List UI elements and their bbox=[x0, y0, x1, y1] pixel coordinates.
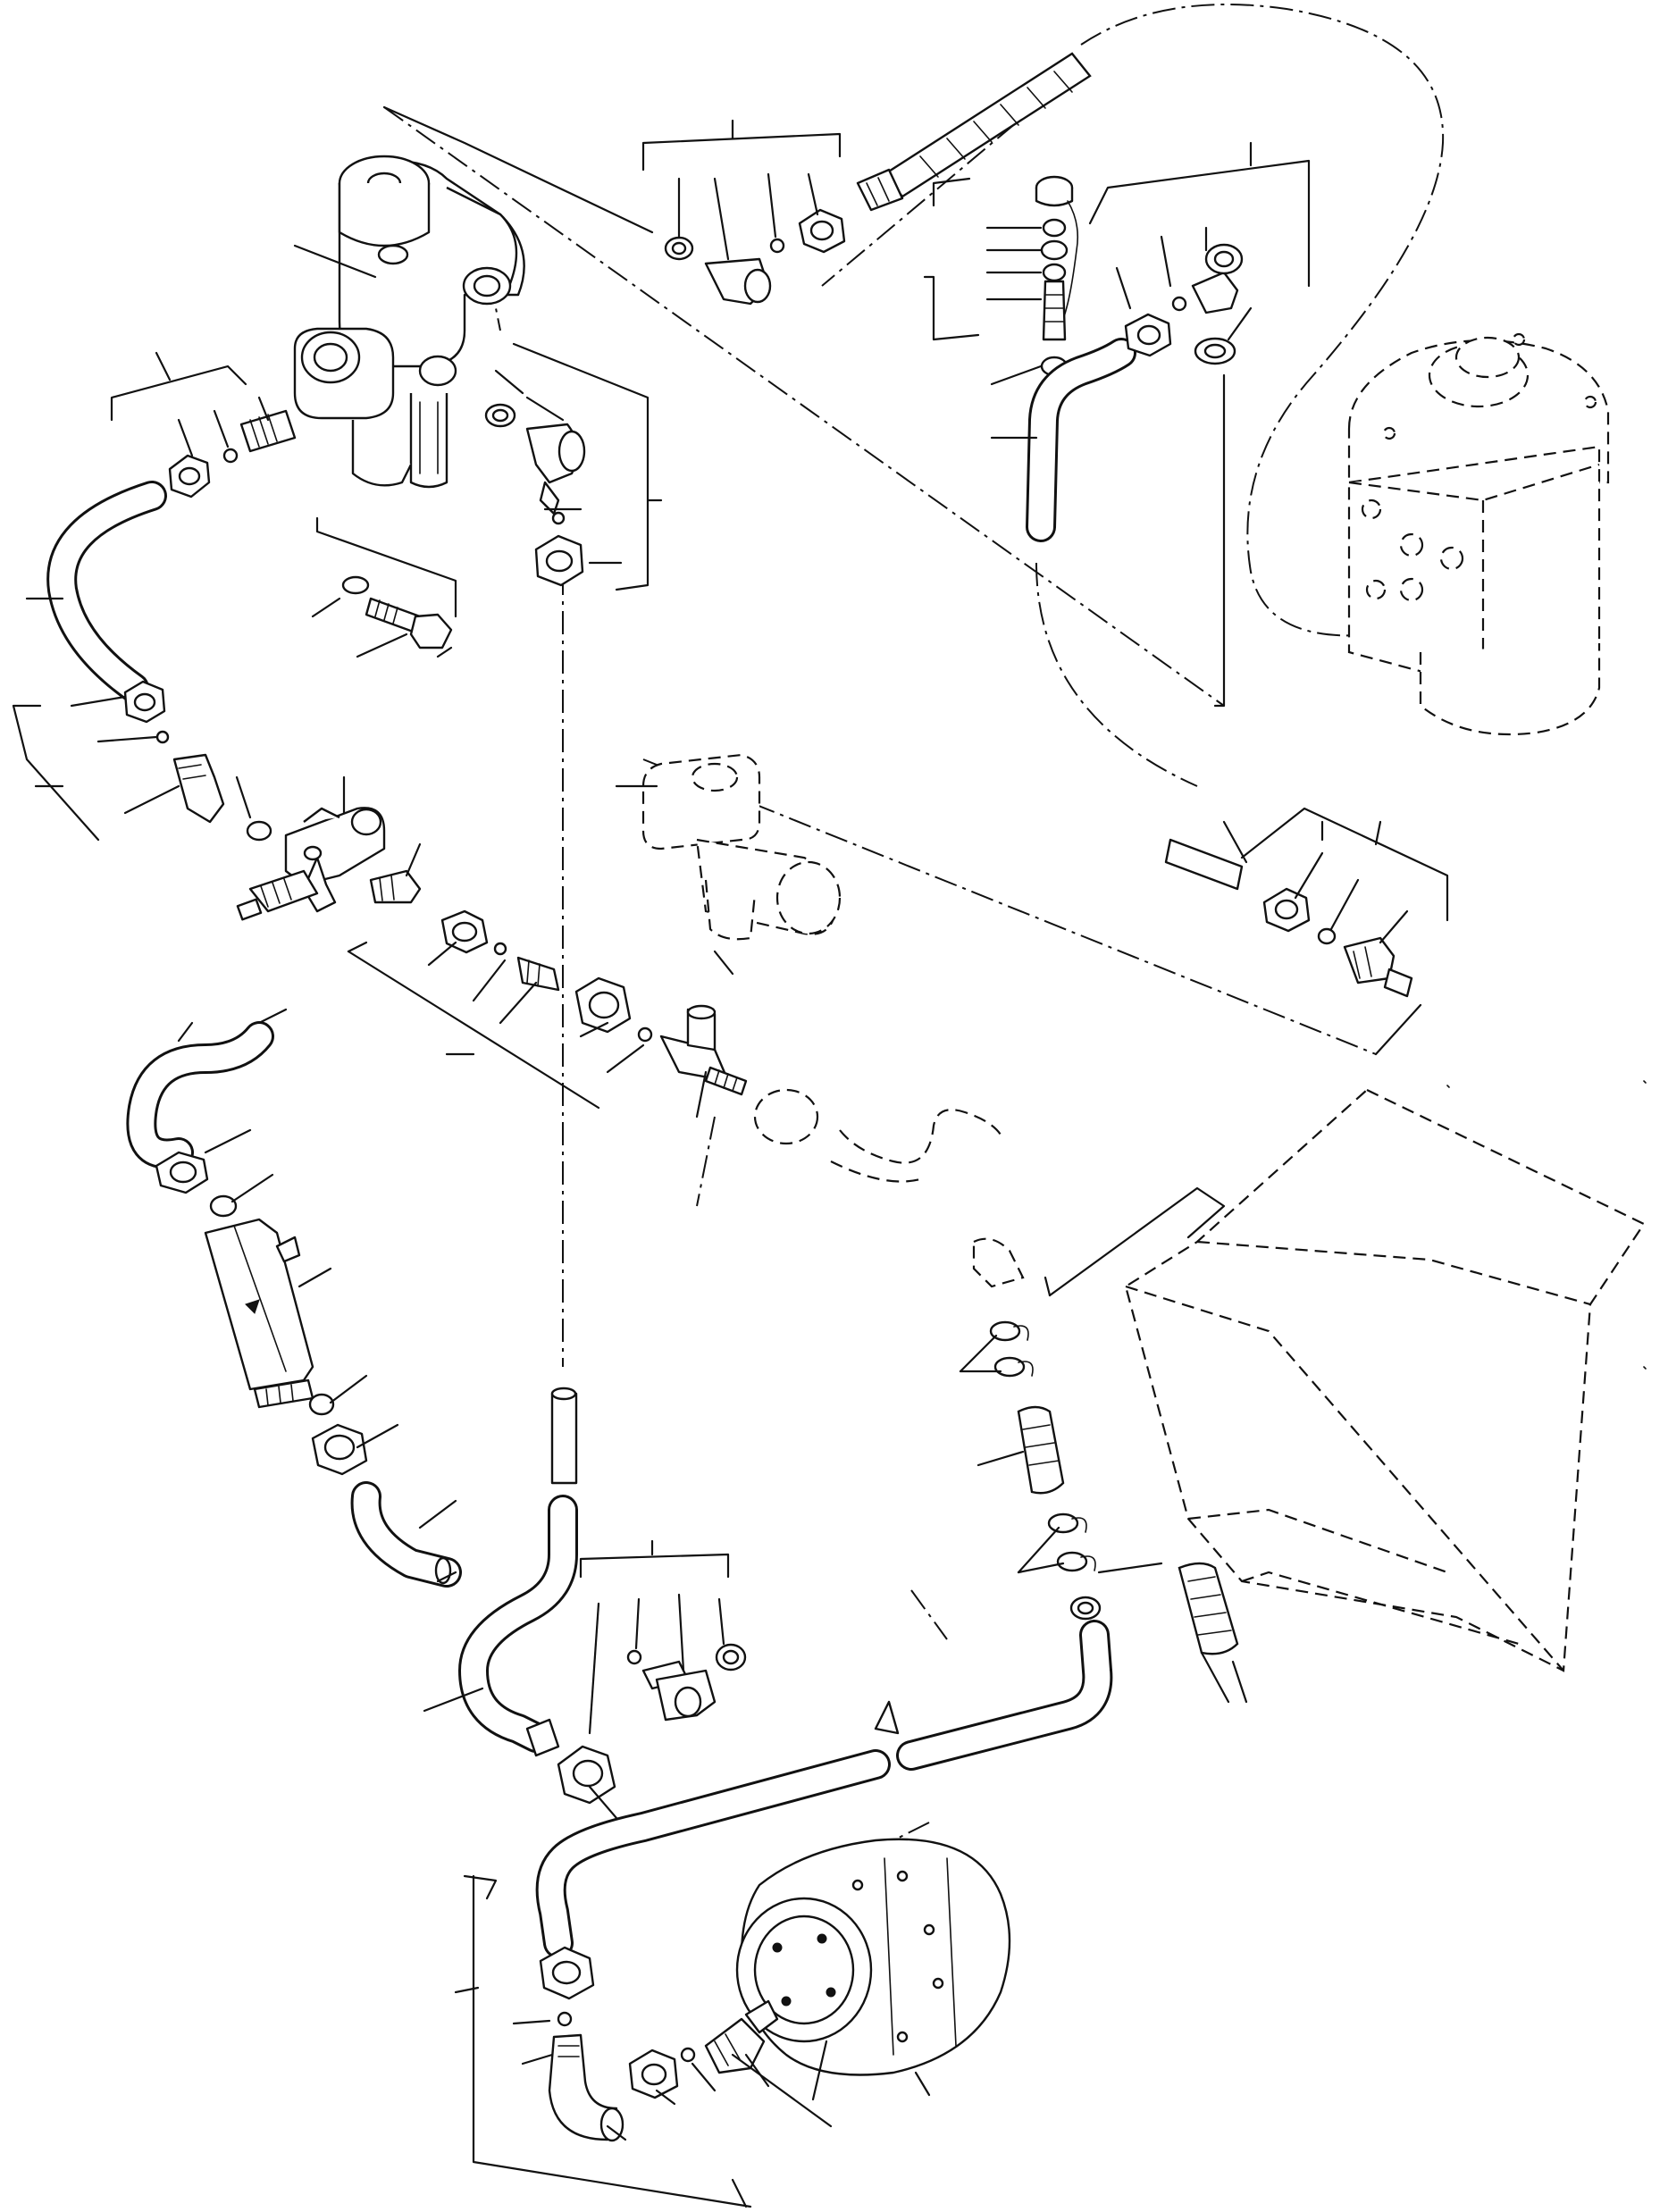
elbow-fitting-lower-icon bbox=[628, 1645, 745, 1720]
suction-hose-clamps-icon bbox=[974, 1239, 1100, 1619]
right-middle-fittings-icon bbox=[1166, 840, 1412, 996]
misc-marks bbox=[1447, 1081, 1646, 1369]
tee-adapter-icon bbox=[661, 1006, 746, 1094]
hydraulic-hose-top-icon bbox=[858, 54, 1090, 210]
filter-hose-top-icon bbox=[141, 1036, 259, 1153]
dashed-connection-icon bbox=[755, 1090, 1001, 1182]
test-port-chain-icon bbox=[1036, 177, 1077, 375]
filter-hose-bottom-icon bbox=[366, 1496, 450, 1583]
flow-divider-valve-icon bbox=[238, 808, 384, 919]
elbow-fitting-topright-icon bbox=[1126, 245, 1242, 364]
hose-upper-left-icon bbox=[62, 496, 152, 688]
elbow-fitting-center-icon bbox=[486, 405, 584, 585]
callout-leader-lines bbox=[13, 107, 1447, 2207]
steering-pump-icon bbox=[737, 1839, 1010, 2075]
control-valve-icon bbox=[295, 156, 524, 487]
tube-top-right-icon bbox=[1041, 353, 1121, 527]
nut-fitting-left-icon bbox=[125, 682, 271, 840]
in-line-filter-icon bbox=[156, 1152, 366, 1474]
steering-unit-icon bbox=[1349, 334, 1608, 734]
elbow-fitting-top-icon bbox=[666, 210, 844, 304]
suction-pipe-icon bbox=[551, 1635, 1098, 1943]
suction-strainer-icon bbox=[1179, 1563, 1237, 1654]
adapter-fittings-row-icon bbox=[371, 871, 651, 1041]
mounting-bolt-icon bbox=[343, 577, 451, 648]
return-pipe-center-icon bbox=[474, 1388, 615, 1803]
bracket-dashed-icon bbox=[643, 755, 840, 939]
elbow-fitting-left-icon bbox=[170, 411, 295, 497]
oil-tank-icon bbox=[1126, 1090, 1644, 1671]
